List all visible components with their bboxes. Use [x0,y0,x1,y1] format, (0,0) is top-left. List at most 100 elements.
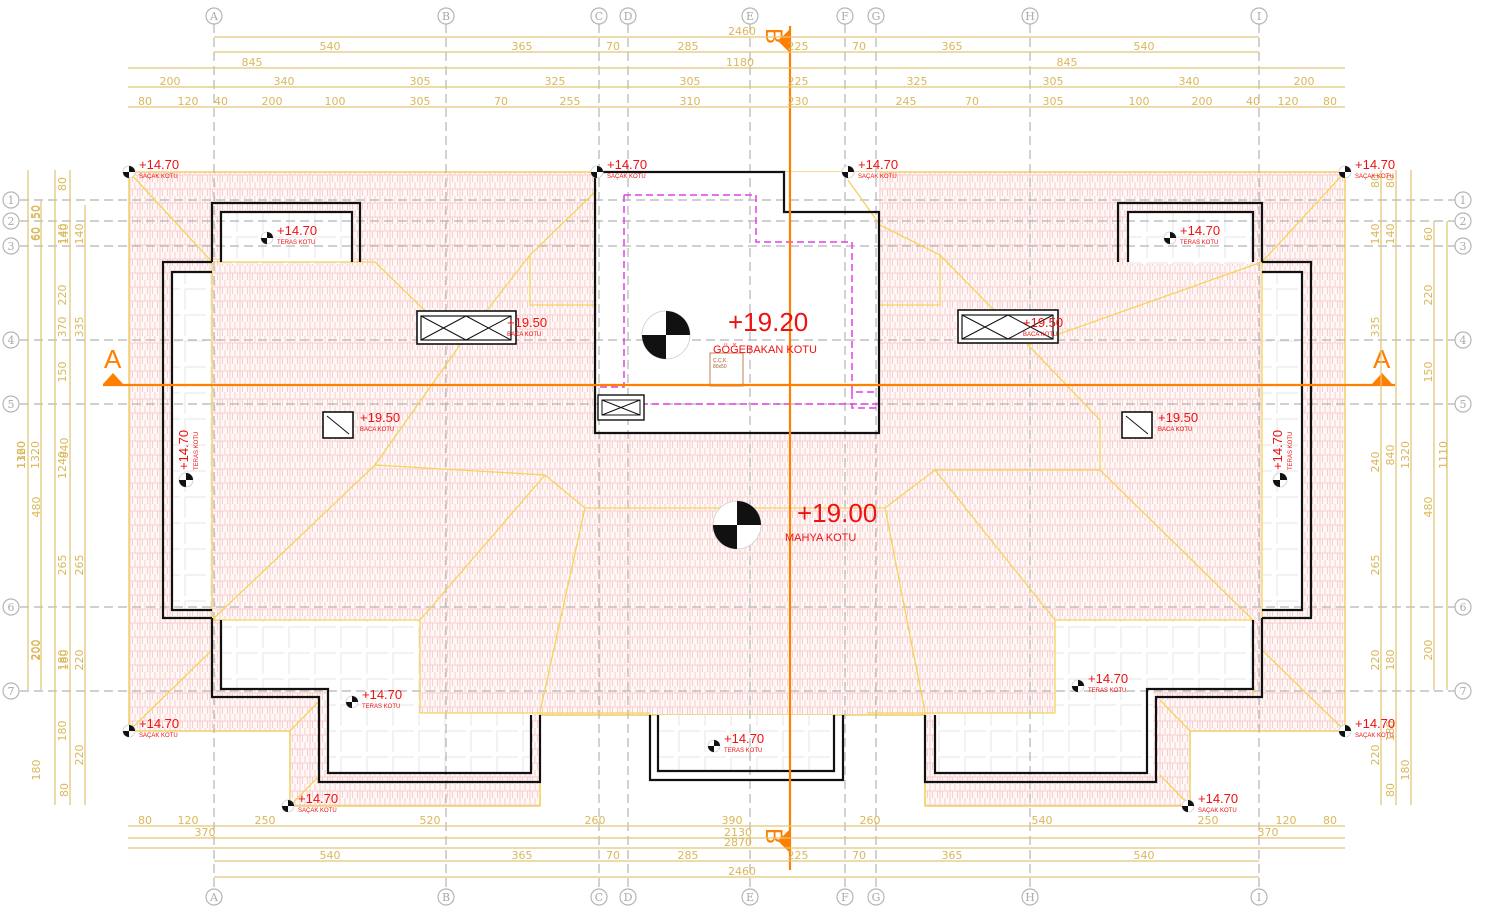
level-label: SAÇAK KOTU [607,174,646,180]
dim-left-5: 220 [56,285,69,306]
grid-bubble-B: B [437,7,455,25]
grid-bubble-F: F [836,7,854,25]
level-label: TERAS KOTU [1288,432,1294,470]
svg-text:2: 2 [1460,215,1467,228]
level-value: +14.70 [1355,716,1395,731]
level-label: MAHYA KOTU [785,532,856,544]
dim-top-2: 365 [942,40,963,53]
svg-text:E: E [746,10,754,23]
dim-top-5: 230 [788,95,809,108]
dim-top-3: 845 [1057,56,1078,69]
level-label: TERAS KOTU [194,432,200,470]
svg-text:3: 3 [8,240,15,253]
grid-bubble-4: 4 [1454,331,1472,349]
svg-text:F: F [841,10,849,23]
dim-bot-4: 540 [1134,849,1155,862]
level-label: BACA KOTU [1158,427,1192,433]
level-label: TERAS KOTU [277,240,315,246]
svg-text:6: 6 [8,601,15,614]
dim-top-4: 325 [907,75,928,88]
svg-text:7: 7 [1460,685,1467,698]
dim-right-1: 240 [1369,452,1382,473]
dim-bot-2: 370 [195,826,216,839]
dim-top-3: 845 [242,56,263,69]
dim-left-4: 140 [58,224,71,245]
section-b-label-top: B [760,28,787,44]
dim-right-2: 840 [1384,445,1397,466]
level-value: +19.20 [728,307,808,337]
grid-bubble-3: 3 [1454,237,1472,255]
grid-bubble-2: 2 [2,212,20,230]
dim-top-5: 40 [1246,95,1260,108]
level-value: +14.70 [858,157,898,172]
dim-bot-4: 70 [852,849,866,862]
dim-top-5: 100 [325,95,346,108]
dimension-lines [27,36,1448,878]
level-value: +14.70 [607,157,647,172]
svg-text:G: G [872,10,881,23]
level-value: +14.70 [362,687,402,702]
level-label: SAÇAK KOTU [139,174,178,180]
level-value: +14.70 [724,731,764,746]
section-line-b[interactable]: B B [760,26,792,870]
level-label: SAÇAK KOTU [858,174,897,180]
svg-text:3: 3 [1460,240,1467,253]
level-value: +19.50 [360,410,400,425]
grid-bubble-I: I [1250,7,1268,25]
grid-bubble-7: 7 [2,682,20,700]
dim-left-5: 180 [56,721,69,742]
level-label: SAÇAK KOTU [1355,174,1394,180]
dim-left-3b: 1160 [15,441,28,469]
dim-bot-1: 390 [722,814,743,827]
dim-top-2: 365 [512,40,533,53]
svg-text:C: C [595,891,603,904]
svg-text:F: F [841,891,849,904]
dim-bot-1: 250 [1198,814,1219,827]
section-line-a[interactable]: A A [103,344,1395,387]
level-label: BACA KOTU [360,427,394,433]
svg-text:H: H [1025,10,1035,23]
dim-top-2: 285 [678,40,699,53]
dim-right-4: 480 [1422,497,1435,518]
dim-top-3: 1180 [726,56,754,69]
dim-left-5: 180 [56,650,69,671]
svg-text:H: H [1025,891,1035,904]
dim-top-2: 540 [1134,40,1155,53]
grid-bubble-2: 2 [1454,212,1472,230]
dim-left-5: 370 [56,317,69,338]
dim-left-3: 180 [30,760,43,781]
svg-text:6: 6 [1460,601,1467,614]
dim-left-2: 50 [29,205,42,219]
dim-top-2: 70 [852,40,866,53]
level-value: +14.70 [139,157,179,172]
dim-left-4: 80 [58,783,71,797]
dim-top-5: 200 [1192,95,1213,108]
dim-top-5: 80 [1323,95,1337,108]
section-a-label-left: A [104,344,122,374]
section-a-label-right: A [1373,344,1391,374]
dim-left-5: 80 [56,177,69,191]
dim-bot-4: 365 [512,849,533,862]
chimneys [322,309,1153,439]
level-value: +19.50 [507,315,547,330]
grid-bubble-C: C [590,7,608,25]
level-value: +14.70 [1355,157,1395,172]
grid-bubble-6: 6 [1454,598,1472,616]
level-value: +14.70 [298,791,338,806]
dim-left-5: 150 [56,362,69,383]
level-value: +14.70 [1270,430,1285,470]
dim-left-6: 265 [73,555,86,576]
dim-bot-3: 2870 [724,836,752,849]
dim-left-6: 335 [73,317,86,338]
